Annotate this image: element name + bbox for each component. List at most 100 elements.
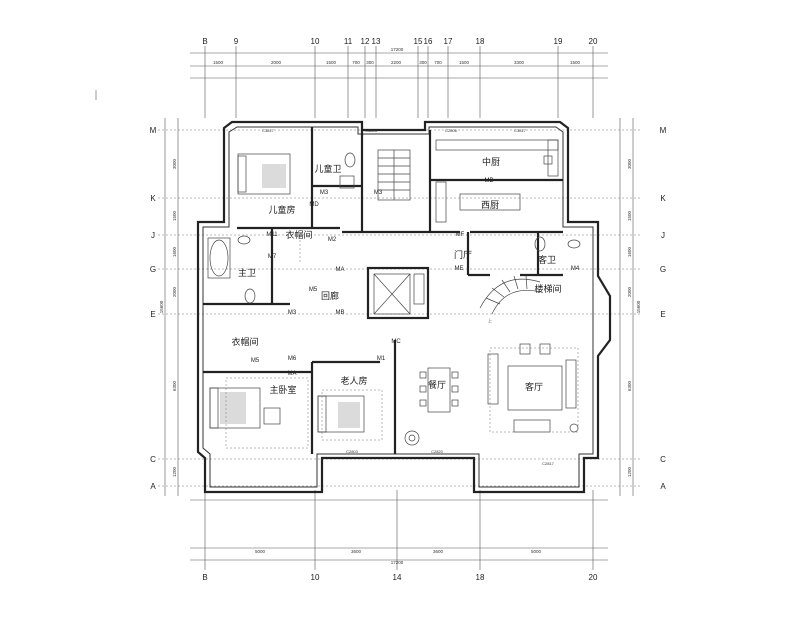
right-dimension: 3000 bbox=[627, 158, 632, 169]
axis-label-left: A bbox=[150, 482, 156, 491]
axis-label-top: 12 bbox=[361, 37, 370, 46]
top-total-dimension: 17200 bbox=[391, 47, 404, 52]
window-label: C3817 bbox=[514, 128, 527, 133]
room-label: 楼梯间 bbox=[534, 283, 561, 295]
room-label: 中厨 bbox=[482, 156, 500, 168]
axis-label-bottom: 10 bbox=[311, 573, 320, 582]
child-bed bbox=[237, 153, 291, 195]
axis-label-right: C bbox=[660, 455, 666, 464]
window-label: C2806 bbox=[445, 128, 458, 133]
door-tag: M4 bbox=[571, 266, 580, 272]
door-tag: M11 bbox=[266, 232, 278, 238]
right-dimension: 1200 bbox=[627, 466, 632, 477]
door-tag: M3 bbox=[288, 310, 297, 316]
axis-label-top: 19 bbox=[554, 37, 563, 46]
window-label: C2820 bbox=[431, 449, 444, 454]
bottom-dimension: 5000 bbox=[531, 549, 542, 554]
room-label: 西厨 bbox=[481, 200, 499, 211]
axis-label-bottom: 20 bbox=[589, 573, 598, 582]
door-tag: MB bbox=[485, 178, 494, 184]
door-tag: MB bbox=[336, 310, 345, 316]
room-label: 主卫 bbox=[238, 267, 256, 279]
spiral-stair bbox=[479, 275, 541, 315]
top-dimension-lines bbox=[190, 52, 608, 79]
door-tag: M1 bbox=[377, 356, 386, 362]
top-dimension: 1500 bbox=[213, 60, 224, 65]
bottom-total-dimension: 17200 bbox=[391, 560, 404, 565]
axis-label-top: 20 bbox=[589, 37, 598, 46]
room-label: 客卫 bbox=[538, 254, 556, 266]
top-dimension: 1500 bbox=[459, 60, 470, 65]
room-label: 老人房 bbox=[340, 375, 367, 387]
kitchen-counters bbox=[435, 139, 559, 223]
bottom-dimension-lines bbox=[190, 499, 608, 561]
door-tag: MA bbox=[336, 267, 345, 273]
room-label: 儿童房 bbox=[268, 204, 295, 216]
dining-table bbox=[419, 367, 459, 413]
axis-label-top: 17 bbox=[444, 37, 453, 46]
top-dimension: 2000 bbox=[271, 60, 282, 65]
left-dimension: 1600 bbox=[172, 246, 177, 257]
stair-flight bbox=[377, 149, 411, 201]
left-dimension: 1200 bbox=[172, 466, 177, 477]
top-dimension: 2200 bbox=[391, 60, 402, 65]
axis-label-bottom: B bbox=[202, 573, 207, 582]
bottom-dimension: 3600 bbox=[351, 549, 362, 554]
right-dimension: 1500 bbox=[627, 210, 632, 221]
bottom-dimension: 3600 bbox=[433, 549, 444, 554]
axis-label-right: K bbox=[660, 194, 666, 203]
axis-label-left: M bbox=[150, 126, 157, 135]
axis-label-top: 15 bbox=[414, 37, 423, 46]
room-labels: 儿童卫中厨西厨儿童房衣帽间门厅客卫主卫回廊楼梯间衣帽间老人房餐厅客厅主卧室 bbox=[231, 156, 561, 396]
room-label: 餐厅 bbox=[428, 379, 446, 391]
door-tag: M6 bbox=[288, 356, 297, 362]
axis-label-top: 13 bbox=[372, 37, 381, 46]
axis-label-top: 11 bbox=[344, 37, 353, 46]
room-label: 门厅 bbox=[454, 249, 472, 261]
axis-label-left: K bbox=[150, 194, 156, 203]
top-dimension: 700 bbox=[434, 60, 442, 65]
door-tag: M3 bbox=[320, 190, 329, 196]
left-dimension: 2000 bbox=[172, 286, 177, 297]
axis-label-left: E bbox=[150, 310, 155, 319]
right-total-dimension: 15600 bbox=[636, 300, 641, 313]
door-tag: M5 bbox=[309, 287, 318, 293]
left-dimension: 1500 bbox=[172, 210, 177, 221]
axis-label-top: 16 bbox=[424, 37, 433, 46]
window-label: C2817 bbox=[542, 461, 555, 466]
elder-bed bbox=[317, 395, 365, 433]
room-label: 儿童卫 bbox=[314, 163, 341, 175]
bathroom-fixtures bbox=[207, 152, 581, 304]
axis-label-right: A bbox=[660, 482, 666, 491]
axis-label-bottom: 18 bbox=[476, 573, 485, 582]
window-label: C3817 bbox=[262, 128, 275, 133]
axis-label-top: B bbox=[202, 37, 207, 46]
dashed-lines bbox=[225, 236, 579, 449]
door-tag: MA bbox=[288, 371, 297, 377]
top-dimension: 300 bbox=[366, 60, 374, 65]
axis-label-bottom: 14 bbox=[393, 573, 402, 582]
side-dimension-lines bbox=[95, 90, 634, 496]
window-label: 上 bbox=[488, 317, 492, 323]
top-dimension: 700 bbox=[352, 60, 360, 65]
axis-label-left: C bbox=[150, 455, 156, 464]
door-tag: M3 bbox=[374, 190, 383, 196]
outer-walls bbox=[196, 120, 612, 494]
axis-label-top: 10 bbox=[311, 37, 320, 46]
elevator-shaft bbox=[373, 273, 425, 315]
window-label: C2803 bbox=[346, 449, 359, 454]
door-tag: ME bbox=[455, 266, 464, 272]
axis-label-right: E bbox=[660, 310, 665, 319]
door-tag: MD bbox=[309, 202, 319, 208]
bottom-dimension: 5000 bbox=[255, 549, 266, 554]
top-dimension: 1500 bbox=[326, 60, 337, 65]
master-bed bbox=[209, 387, 281, 429]
room-label: 客厅 bbox=[525, 381, 543, 393]
plant-decor bbox=[404, 430, 420, 446]
right-dimension: 2000 bbox=[627, 286, 632, 297]
